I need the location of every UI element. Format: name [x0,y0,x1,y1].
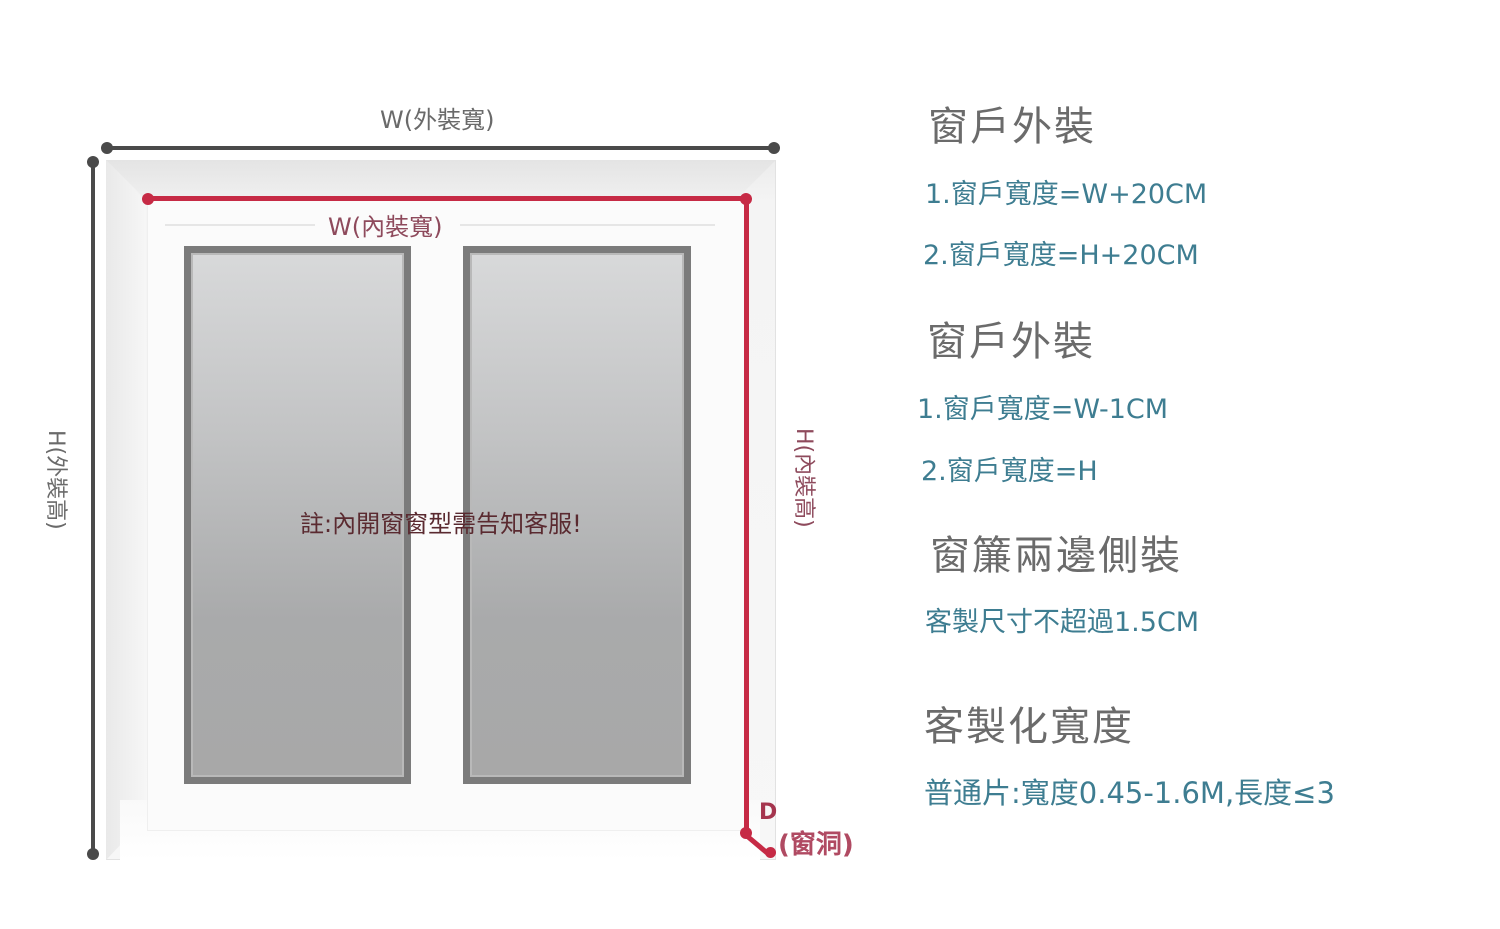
section-3-line-1: 客製尺寸不超過1.5CM [925,607,1200,638]
section-title-custom-width: 客製化寬度 [924,704,1134,750]
section-title-outside-mount-1: 窗戶外裝 [928,104,1096,150]
depth-endpoint [765,847,776,858]
section-1-line-1: 1.窗戶寬度=W+20CM [925,179,1208,210]
depth-label: (窗洞) [778,830,854,860]
installation-info-panel: 窗戶外裝 1.窗戶寬度=W+20CM 2.窗戶寬度=H+20CM 窗戶外裝 1.… [900,0,1500,929]
frame-reveal-left [106,160,146,860]
outer-width-endpoint-left [101,142,113,154]
inward-window-note: 註:內開窗窗型需告知客服! [300,510,582,538]
inner-width-dimension-line [148,196,746,201]
sash-line-right [460,224,715,226]
outer-height-endpoint-top [87,156,99,168]
outer-height-dimension-line [91,162,95,854]
section-2-line-2: 2.窗戶寬度=H [921,456,1098,487]
inner-width-endpoint-left [142,193,154,205]
outer-width-label: W(外裝寬) [380,106,495,134]
glass-pane-left [184,246,411,784]
inner-height-label: H(內裝高) [791,428,816,528]
sash-line-left [165,224,315,226]
outer-width-endpoint-right [768,142,780,154]
section-title-side-mount: 窗簾兩邊側裝 [930,533,1182,579]
section-4-line-1: 普通片:寬度0.45-1.6M,長度≤3 [924,776,1335,810]
section-1-line-2: 2.窗戶寬度=H+20CM [923,240,1199,271]
outer-height-endpoint-bottom [87,848,99,860]
window-diagram: W(外裝寬) H(外裝高) W(內裝寬) H(內裝高) D (窗洞) 註:內開窗… [43,106,854,860]
depth-marker: D [759,800,778,825]
inner-height-dimension-line [744,198,749,834]
outer-width-dimension-line [106,146,774,150]
inner-width-label: W(內裝寬) [328,213,443,241]
outer-height-label: H(外裝高) [43,430,68,530]
frame-reveal-top [106,160,776,200]
section-title-outside-mount-2: 窗戶外裝 [927,319,1095,365]
glass-pane-right [463,246,691,784]
section-2-line-1: 1.窗戶寬度=W-1CM [917,394,1169,425]
